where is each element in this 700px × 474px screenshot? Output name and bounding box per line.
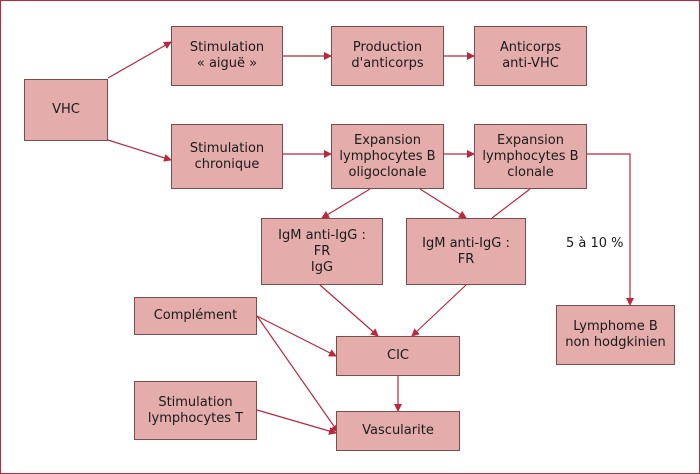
arrow-complement-to-vascularite (256, 315, 339, 433)
node-igm-anti-igg-fr-igg: IgM anti-IgG : FR IgG (261, 218, 383, 285)
node-complement: Complément (134, 297, 257, 335)
node-vascularite: Vascularite (336, 411, 460, 451)
node-production-anticorps: Production d'anticorps (331, 26, 444, 86)
arrow-clonale-to-lymphome (587, 153, 634, 306)
arrow-igm-fr-to-cic (411, 284, 467, 337)
node-stimulation-chronique: Stimulation chronique (171, 124, 283, 189)
node-vhc: VHC (24, 79, 108, 141)
arrow-vhc-to-stim-chronique (107, 139, 172, 162)
node-anticorps-anti-vhc: Anticorps anti-VHC (474, 26, 587, 86)
node-cic: CIC (336, 336, 460, 376)
node-expansion-clonale: Expansion lymphocytes B clonale (474, 124, 587, 189)
label-percent: 5 à 10 % (566, 236, 624, 251)
arrow-oligo-to-igm-fr-igg (321, 188, 371, 219)
node-stimulation-lymphocytes-t: Stimulation lymphocytes T (134, 381, 257, 440)
arrow-oligo-to-igm-fr (419, 188, 467, 219)
arrow-vhc-to-stim-aigue (107, 41, 172, 79)
node-igm-anti-igg-fr: IgM anti-IgG : FR (406, 218, 526, 285)
arrow-igm-fr-igg-to-cic (319, 284, 379, 337)
arrow-stim-lt-to-vascularite (256, 409, 337, 435)
node-lymphome-b: Lymphome B non hodgkinien (556, 305, 675, 365)
line-clonale-to-igm-fr (491, 188, 531, 219)
node-expansion-oligoclonale: Expansion lymphocytes B oligoclonale (331, 124, 444, 189)
arrow-complement-to-cic (256, 315, 337, 357)
node-stimulation-aigue: Stimulation « aiguë » (171, 26, 283, 86)
